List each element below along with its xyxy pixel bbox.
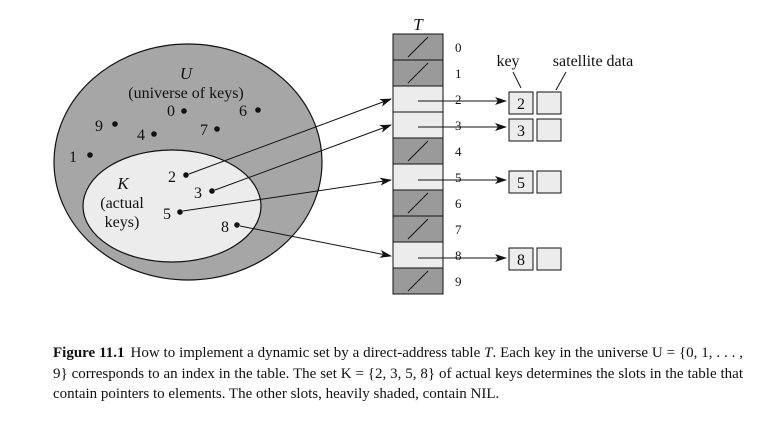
actual-keys-description-line2: keys)	[105, 214, 140, 231]
satellite-header-pointer	[555, 71, 567, 91]
actual-key-dot-3	[209, 188, 215, 194]
element-8-key: 8	[517, 252, 525, 269]
element-2-key-box	[508, 91, 534, 115]
key-header-pointer	[512, 71, 522, 89]
caption-actual-expr: K = {2, 3, 5, 8}	[340, 365, 436, 382]
universe-key-dot-9	[112, 121, 118, 127]
arrow-key-5-to-slot	[182, 177, 392, 212]
nil-slash-9	[407, 270, 429, 292]
table-label: T	[413, 15, 424, 34]
slot-index-5: 5	[455, 170, 462, 185]
nil-slash-4	[407, 140, 429, 162]
arrow-key-8-to-slot	[239, 225, 392, 258]
actual-key-dot-8	[234, 222, 240, 228]
slot-index-7: 7	[455, 222, 462, 237]
actual-key-2: 2	[168, 169, 176, 186]
universe-key-0: 0	[167, 103, 175, 120]
direct-address-table: 0 1 2 3 4 5 6 7 8 9	[392, 33, 462, 295]
element-8-satellite-box	[536, 247, 562, 271]
actual-keys-set	[82, 149, 262, 263]
universe-key-dot-4	[151, 131, 157, 137]
slot-index-3: 3	[455, 118, 462, 133]
caption-text-5: .	[495, 386, 500, 402]
universe-label: U	[180, 64, 194, 83]
element-5: 5	[508, 170, 562, 194]
slot-to-element-arrows	[418, 97, 507, 262]
universe-key-9: 9	[95, 118, 103, 135]
universe-key-6: 6	[239, 103, 247, 120]
element-2: 2	[508, 91, 562, 115]
element-3-key-box	[508, 118, 534, 142]
element-2-satellite-box	[536, 91, 562, 115]
actual-key-3: 3	[194, 185, 202, 202]
caption-table-var: T	[484, 345, 493, 361]
arrow-key-2-to-slot	[188, 98, 392, 175]
element-5-key: 5	[517, 175, 525, 192]
caption-text-1: How to implement a dynamic set by a dire…	[130, 345, 485, 361]
table-slot-5	[392, 163, 444, 191]
slot-index-0: 0	[455, 40, 462, 55]
slot-index-1: 1	[455, 66, 462, 81]
slot-index-8: 8	[455, 248, 462, 263]
slot-index-4: 4	[455, 144, 462, 159]
actual-key-5: 5	[163, 206, 171, 223]
element-3: 3	[508, 118, 562, 142]
universe-key-dot-0	[181, 108, 187, 114]
actual-keys-description-line1: (actual	[100, 195, 144, 212]
actual-keys: 2 3 5 8	[163, 169, 240, 236]
slot-index-9: 9	[455, 274, 462, 289]
element-8-key-box	[508, 247, 534, 271]
caption-text-4: of actual keys determines the slots in t…	[53, 365, 743, 403]
caption-text-2: . Each key in the universe	[492, 345, 652, 361]
universe-key-4: 4	[137, 127, 145, 144]
universe-key-7: 7	[200, 122, 208, 139]
element-2-key: 2	[517, 96, 525, 113]
nil-slash-6	[407, 192, 429, 214]
arrow-key-3-to-slot	[214, 124, 392, 191]
element-5-key-box	[508, 170, 534, 194]
actual-keys-label: K	[116, 174, 130, 193]
universe-description: (universe of keys)	[128, 85, 244, 102]
key-to-slot-arrows	[182, 98, 392, 258]
universe-key-dot-6	[255, 107, 261, 113]
nil-slash-7	[407, 218, 429, 240]
slot-index-6: 6	[455, 196, 462, 211]
actual-key-dot-2	[183, 172, 189, 178]
element-8: 8	[508, 247, 562, 271]
element-5-satellite-box	[536, 170, 562, 194]
table-slot-7	[392, 215, 444, 243]
figure-caption: Figure 11.1 How to implement a dynamic se…	[53, 343, 743, 405]
universe-key-dot-7	[214, 126, 220, 132]
element-3-satellite-box	[536, 118, 562, 142]
direct-address-table-diagram: U (universe of keys) 0 1 4 6 7 9 K (actu…	[53, 15, 633, 295]
slot-index-2: 2	[455, 92, 462, 107]
caption-universe-expr: U = {0, 1, . . . , 9}	[53, 345, 744, 382]
table-slot-8	[392, 241, 444, 269]
figure-label: Figure 11.1	[53, 345, 125, 361]
caption-nil-word: NIL	[470, 386, 496, 402]
key-header: key	[496, 53, 519, 70]
table-slot-2	[392, 85, 444, 113]
nil-slash-1	[407, 62, 429, 84]
satellite-header: satellite data	[553, 53, 633, 70]
table-slot-3	[392, 111, 444, 139]
caption-text-3: corresponds to an index in the table. Th…	[67, 365, 341, 382]
universe-key-dot-1	[87, 152, 93, 158]
actual-key-dot-5	[177, 209, 183, 215]
actual-key-8: 8	[221, 219, 229, 236]
element-3-key: 3	[517, 123, 525, 140]
universe-key-1: 1	[69, 149, 77, 166]
universe-keys: 0 1 4 6 7 9	[69, 103, 261, 166]
nil-slash-0	[407, 36, 429, 58]
element-records: 2 3 5 8	[508, 91, 562, 271]
